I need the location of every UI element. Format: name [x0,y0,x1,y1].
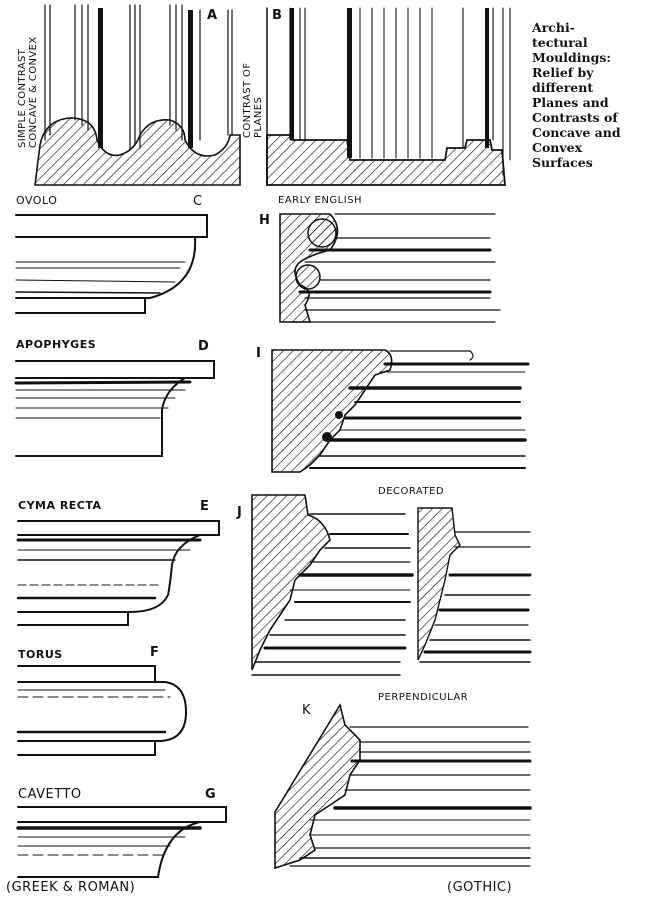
caption-line: Contrasts of [532,110,618,125]
figure-c-name: OVOLO [16,194,58,207]
figure-f-torus-drawing [16,665,188,756]
figure-j-decorated-drawing [251,494,532,676]
figure-letter-f: F [150,645,159,660]
figure-f-name: TORUS [18,648,63,661]
figure-letter-h: H [259,213,270,228]
figure-d-apophyges-drawing [14,360,215,457]
figure-g-name: CAVETTO [18,787,82,802]
figure-letter-k: K [302,703,311,718]
figure-letter-g: G [205,787,216,802]
figure-b-side-label: CONTRAST OF PLANES [242,63,264,138]
figure-k-perpendicular-drawing [274,702,532,870]
figure-a-side-label: SIMPLE CONTRAST CONCAVE & CONVEX [17,36,39,148]
figure-letter-a: A [207,8,218,23]
figure-letter-i: I [256,346,261,361]
figure-a-side-label-line-1: SIMPLE CONTRAST [17,48,28,148]
figure-letter-d: D [198,339,209,354]
figure-d-name: APOPHYGES [16,338,97,351]
figure-letter-b: B [272,8,282,23]
caption-line: Surfaces [532,155,593,170]
figure-g-cavetto-drawing [16,806,227,878]
caption-line: Concave and [532,125,621,140]
caption-line: Relief by [532,65,594,80]
figure-c-ovolo-drawing [15,214,208,314]
figure-b-side-label-line-2: PLANES [253,96,264,138]
figure-b-drawing [266,7,511,186]
figure-j-name: DECORATED [378,486,445,497]
figure-a-drawing [34,4,241,186]
caption-line: tectural [532,35,588,50]
figure-h-early-english-drawing [279,213,501,323]
figure-a-side-label-line-2: CONCAVE & CONVEX [28,36,39,148]
caption-line: Archi- [532,20,575,35]
figure-letter-c: C [193,194,203,209]
plate-caption: Archi- tectural Mouldings: Relief by dif… [532,20,650,170]
footer-greek-roman-label: (GREEK & ROMAN) [6,880,136,895]
figure-h-name: EARLY ENGLISH [278,195,363,206]
caption-line: Convex [532,140,583,155]
figure-letter-j: J [237,505,242,520]
figure-e-cyma-recta-drawing [16,520,220,626]
figure-k-name: PERPENDICULAR [378,692,469,703]
caption-line: Planes and [532,95,609,110]
figure-letter-e: E [200,499,209,514]
caption-line: different [532,80,594,95]
figure-b-side-label-line-1: CONTRAST OF [242,62,253,138]
figure-i-drawing [271,349,530,473]
footer-gothic-label: (GOTHIC) [447,880,513,895]
figure-e-name: CYMA RECTA [18,499,102,512]
caption-line: Mouldings: [532,50,611,65]
